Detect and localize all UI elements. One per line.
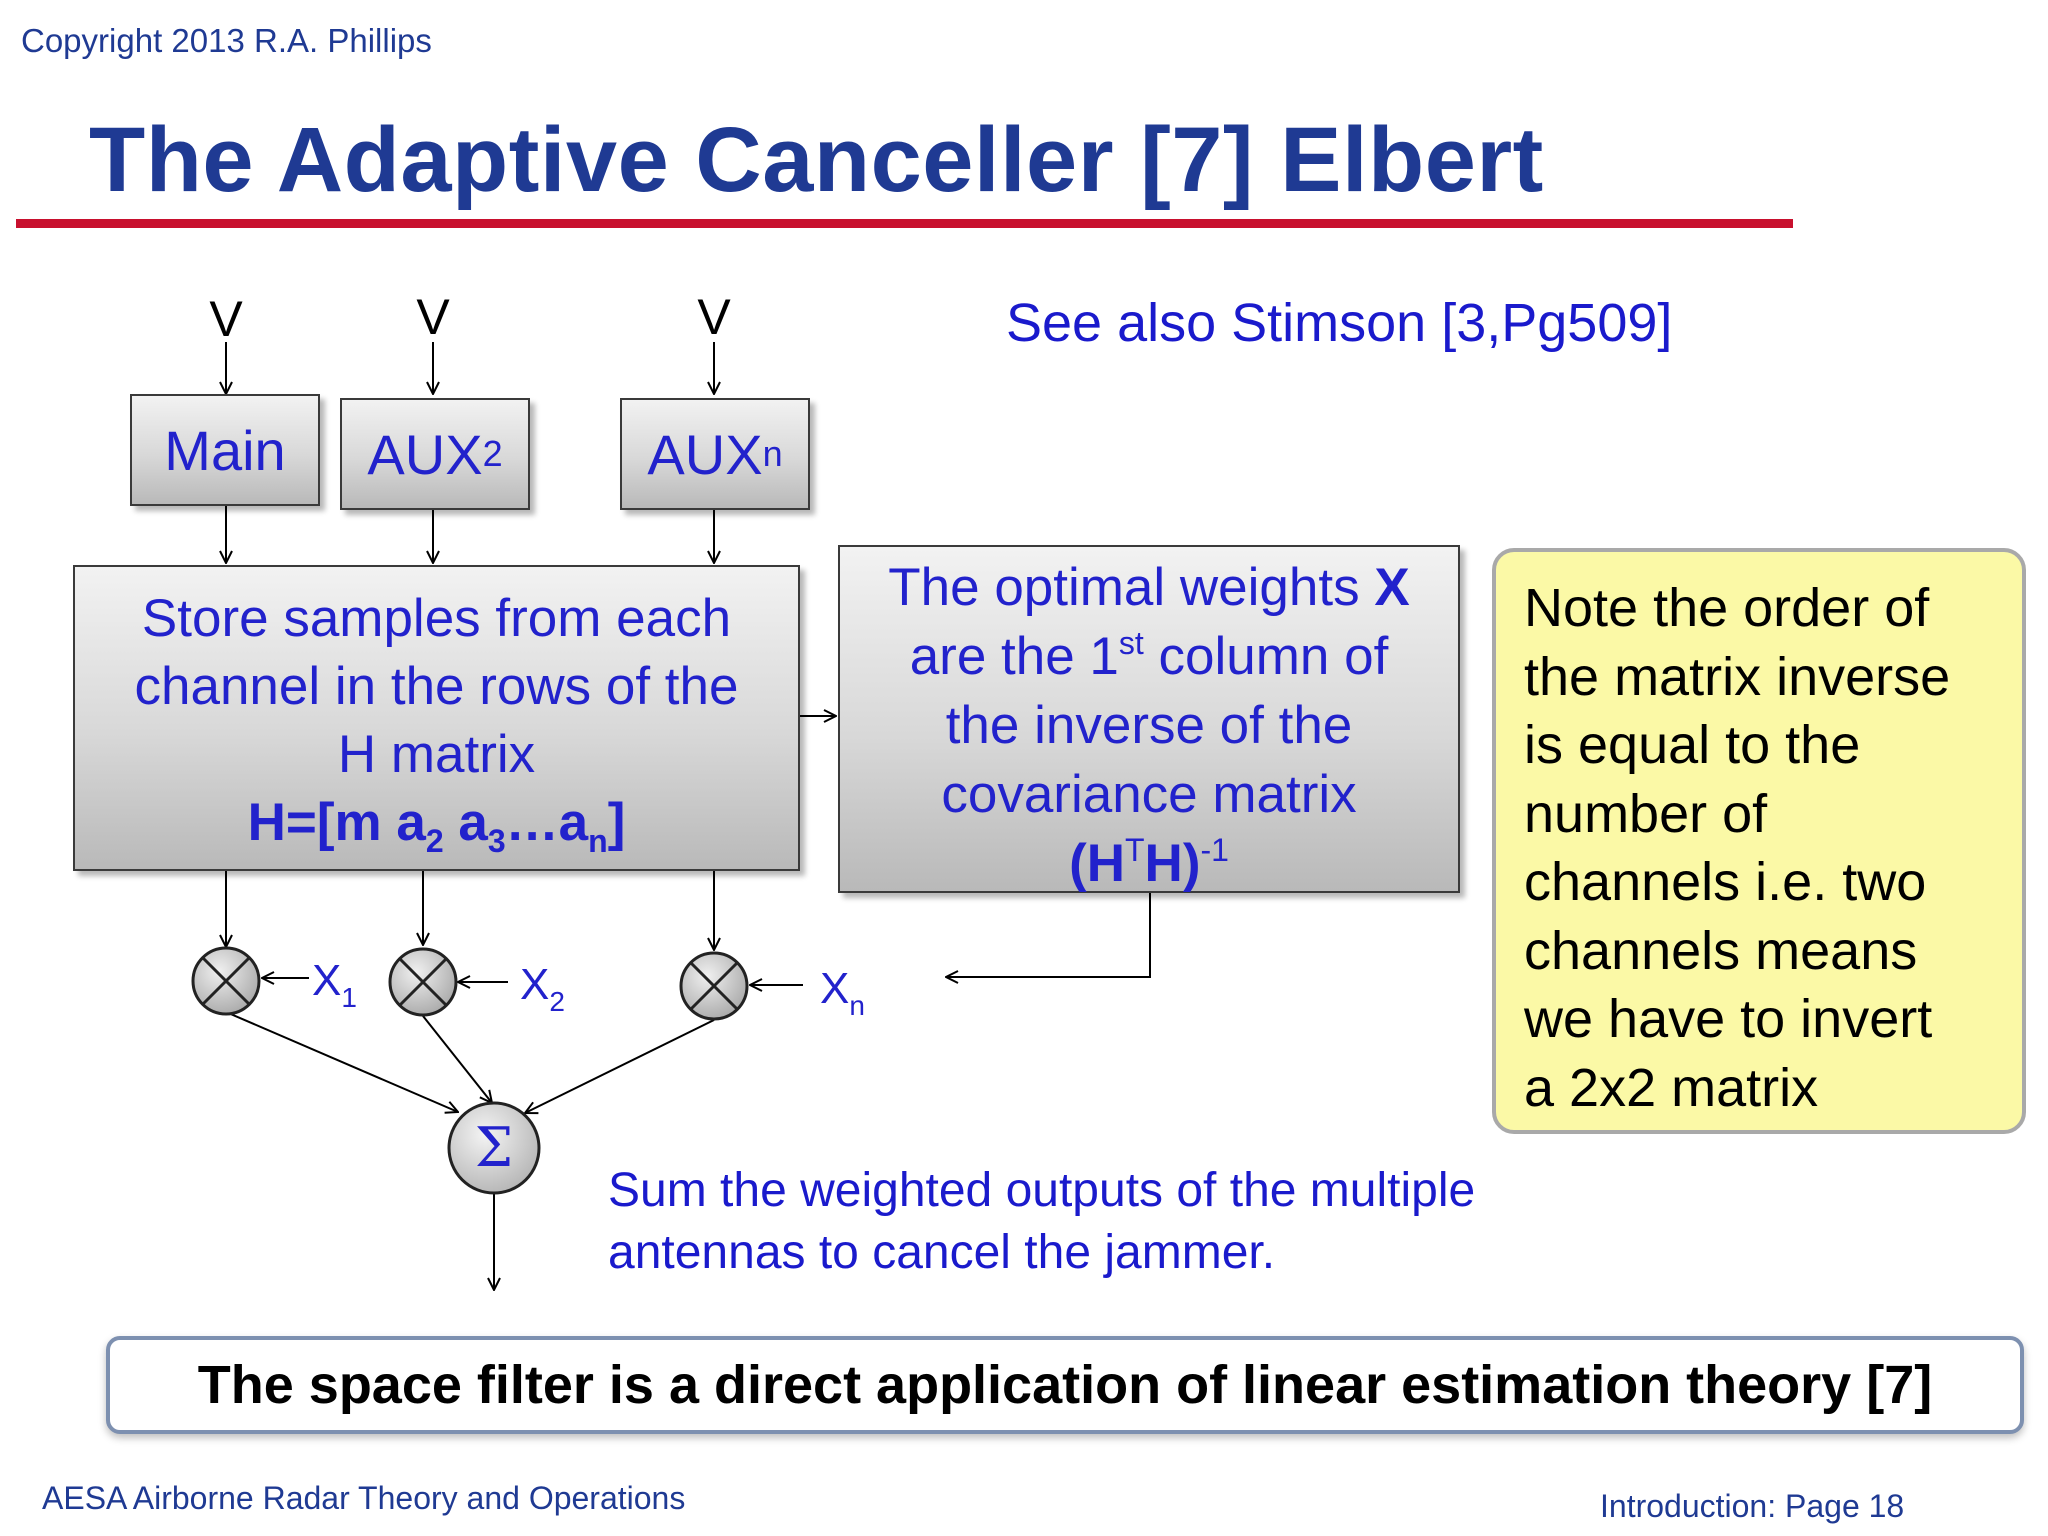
weight-label-xn: Xn [820, 964, 865, 1021]
arrow-mult1-sum [225, 1011, 458, 1112]
footer-page-number: Introduction: Page 18 [1600, 1488, 1905, 1524]
title-underline [16, 219, 1793, 228]
optimal-line-3: the inverse of the [945, 696, 1353, 755]
slide-title: The Adaptive Canceller [7] Elbert [89, 109, 1544, 211]
optimal-line-4: covariance matrix [941, 765, 1357, 824]
auxn-subscript: n [762, 433, 783, 474]
sum-line-1: Sum the weighted outputs of the multiple [608, 1164, 1476, 1217]
main-channel-box: Main [130, 394, 320, 506]
footer-course-title: AESA Airborne Radar Theory and Operation… [42, 1480, 686, 1516]
weight-label-x1: X1 [312, 956, 357, 1013]
arrow-optimal-weights [946, 893, 1151, 977]
weight-label-x2: X2 [520, 960, 565, 1017]
optimal-line-2: are the 1st column of [909, 625, 1389, 686]
arrow-multn-sum [525, 1019, 715, 1113]
sigma-symbol: Σ [475, 1116, 513, 1179]
note-line: a 2x2 matrix [1524, 1057, 1819, 1118]
note-line: number of [1524, 783, 1768, 844]
optimal-weights-box: The optimal weights X are the 1st column… [838, 545, 1460, 893]
note-line: is equal to the [1524, 715, 1861, 775]
copyright-text: Copyright 2013 R.A. Phillips [21, 22, 432, 59]
note-callout: Note the order of the matrix inverse is … [1492, 548, 2026, 1134]
store-line-1: Store samples from each [141, 589, 732, 648]
multiplier-2 [388, 947, 458, 1017]
conclusion-text: The space filter is a direct application… [197, 1355, 1933, 1415]
store-samples-box: Store samples from each channel in the r… [73, 565, 800, 871]
input-v-aux2: V [416, 289, 450, 345]
arrow-mult2-sum [422, 1015, 492, 1103]
store-line-2: channel in the rows of the [134, 657, 739, 716]
note-line: channels means [1524, 920, 1918, 981]
note-line: channels i.e. two [1524, 852, 1927, 912]
summer-node: Σ [447, 1101, 541, 1195]
input-v-auxn: V [697, 289, 731, 345]
multiplier-n [679, 951, 749, 1021]
note-line: the matrix inverse [1524, 646, 1951, 707]
auxn-label: AUX [647, 422, 763, 486]
sum-description: Sum the weighted outputs of the multiple… [608, 1160, 1475, 1284]
sum-line-2: antennas to cancel the jammer. [608, 1226, 1276, 1279]
input-v-main: V [209, 291, 243, 347]
store-line-3: H matrix [337, 725, 536, 784]
inverse-formula: (HTH)-1 [1069, 832, 1229, 893]
conclusion-box: The space filter is a direct application… [106, 1336, 2024, 1434]
optimal-line-1: The optimal weights X [888, 558, 1410, 617]
aux2-subscript: 2 [482, 433, 503, 474]
multiplier-1 [191, 946, 261, 1016]
h-matrix-formula: H=[m a2 a3…an] [247, 793, 626, 859]
see-also-reference: See also Stimson [3,Pg509] [1006, 293, 1673, 353]
note-line: we have to invert [1524, 989, 1933, 1049]
aux2-label: AUX [367, 422, 483, 486]
main-label: Main [164, 418, 286, 482]
note-line: Note the order of [1524, 578, 1930, 638]
